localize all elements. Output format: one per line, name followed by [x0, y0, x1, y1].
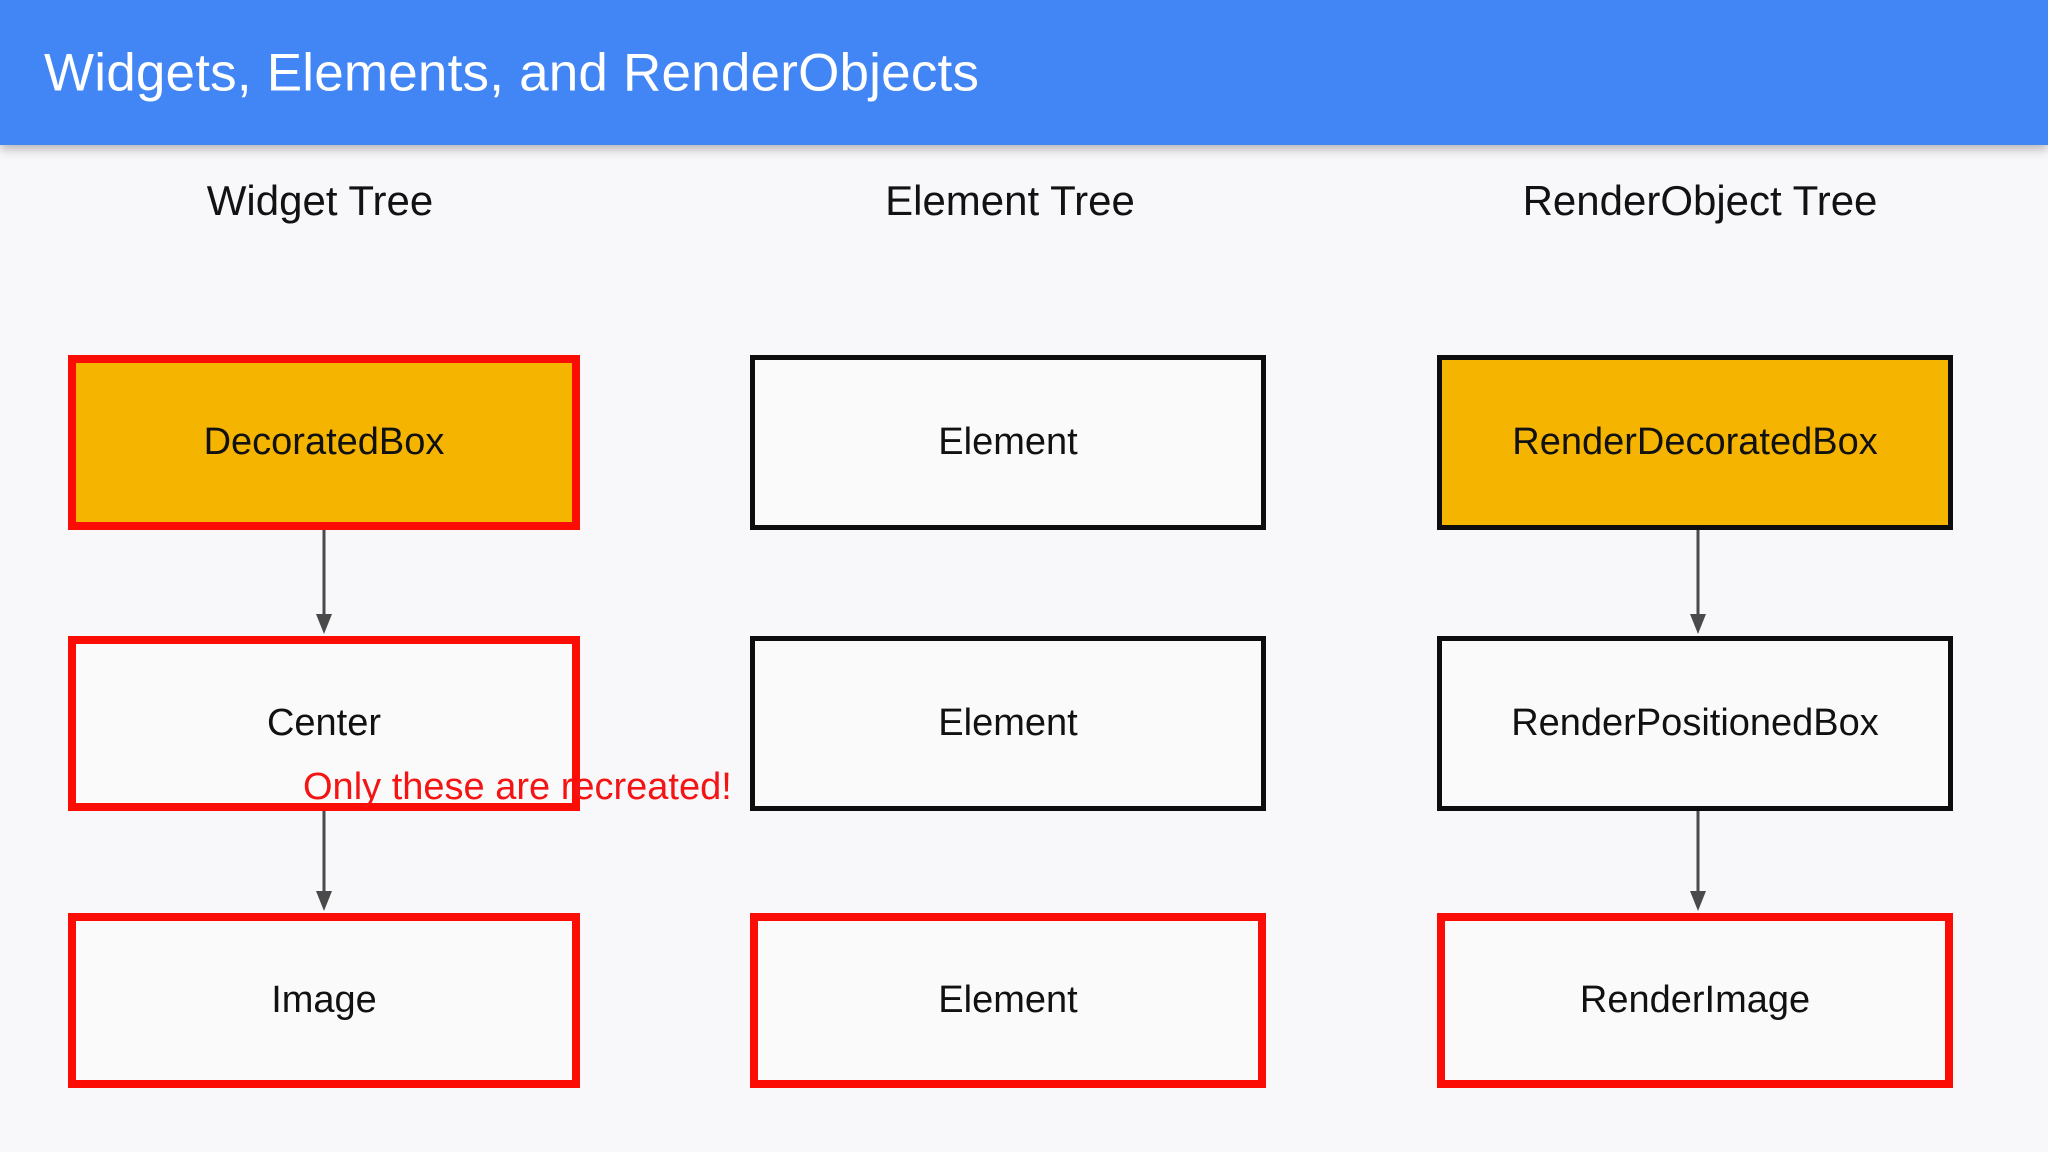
arrow-down-icon [311, 530, 337, 636]
node-label: Center [266, 701, 382, 744]
element-tree-title: Element Tree [885, 177, 1135, 224]
node-element-1[interactable]: Element [750, 355, 1266, 530]
node-label: RenderPositionedBox [1511, 701, 1879, 744]
node-label: Element [938, 701, 1078, 744]
arrow-down-icon [311, 811, 337, 913]
node-label: RenderDecoratedBox [1512, 420, 1878, 463]
arrow-down-icon [1685, 811, 1711, 913]
widget-tree-title: Widget Tree [206, 177, 434, 224]
node-renderimage[interactable]: RenderImage [1437, 913, 1953, 1088]
page-title: Widgets, Elements, and RenderObjects [44, 43, 980, 102]
diagram-canvas: Widget Tree DecoratedBox Center Image El… [0, 145, 2048, 1152]
node-image[interactable]: Image [68, 913, 580, 1088]
node-label: RenderImage [1579, 978, 1811, 1021]
renderobject-tree-title: RenderObject Tree [1522, 177, 1878, 224]
node-element-2[interactable]: Element [750, 636, 1266, 811]
node-element-3[interactable]: Element [750, 913, 1266, 1088]
node-center[interactable]: Center [68, 636, 580, 811]
arrow-down-icon [1685, 530, 1711, 636]
annotation-only-these-are-recreated: Only these are recreated! [303, 766, 732, 808]
node-label: Element [938, 978, 1078, 1021]
node-label: Image [271, 978, 377, 1021]
node-renderdecoratedbox[interactable]: RenderDecoratedBox [1437, 355, 1953, 530]
node-decoratedbox[interactable]: DecoratedBox [68, 355, 580, 530]
node-label: DecoratedBox [203, 420, 445, 463]
app-header-bar: Widgets, Elements, and RenderObjects [0, 0, 2048, 145]
node-renderpositionedbox[interactable]: RenderPositionedBox [1437, 636, 1953, 811]
node-label: Element [938, 420, 1078, 463]
